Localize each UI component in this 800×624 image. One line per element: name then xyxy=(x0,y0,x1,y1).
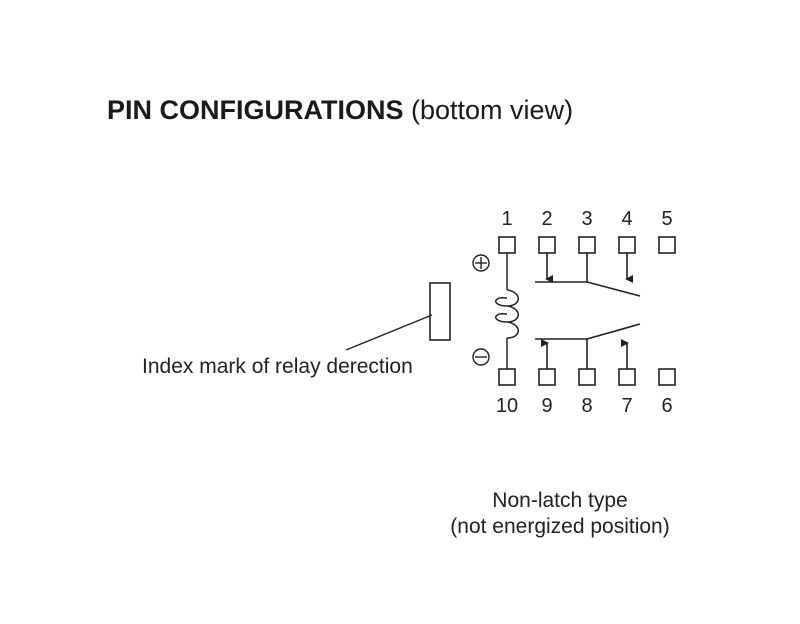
pin-number-8: 8 xyxy=(581,395,592,417)
pin-square-6 xyxy=(658,368,676,386)
pin-square-2 xyxy=(538,236,556,254)
page-title: PIN CONFIGURATIONS (bottom view) xyxy=(107,95,573,126)
bottom-pin-numbers: 10 9 8 7 6 xyxy=(496,395,673,417)
lower-contact-switch xyxy=(535,323,641,369)
pin-square-10 xyxy=(498,368,516,386)
pin-square-5 xyxy=(658,236,676,254)
index-mark-leader xyxy=(345,314,433,351)
pin-square-4 xyxy=(618,236,636,254)
relay-coil xyxy=(495,253,519,369)
pin-square-1 xyxy=(498,236,516,254)
diagram-note: Non-latch type (not energized position) xyxy=(420,488,700,540)
title-bold: PIN CONFIGURATIONS xyxy=(107,95,404,125)
pin-number-1: 1 xyxy=(501,208,512,230)
pin-square-3 xyxy=(578,236,596,254)
pin-number-5: 5 xyxy=(661,208,672,230)
pin-square-8 xyxy=(578,368,596,386)
pin-number-2: 2 xyxy=(541,208,552,230)
top-pin-numbers: 1 2 3 4 5 xyxy=(501,208,672,230)
plus-in-circle-icon xyxy=(472,254,490,272)
top-pins xyxy=(498,236,676,254)
pin-number-4: 4 xyxy=(621,208,632,230)
note-type: Non-latch type xyxy=(492,489,628,512)
pin-number-6: 6 xyxy=(661,395,672,417)
minus-in-circle-icon xyxy=(472,348,490,366)
note-position: (not energized position) xyxy=(450,515,670,538)
title-regular: (bottom view) xyxy=(411,95,574,125)
pin-number-10: 10 xyxy=(496,395,518,417)
index-mark-rect xyxy=(429,282,451,341)
pin-square-9 xyxy=(538,368,556,386)
index-mark-label: Index mark of relay derection xyxy=(142,355,413,378)
pin-number-9: 9 xyxy=(541,395,552,417)
pin-number-7: 7 xyxy=(621,395,632,417)
index-mark xyxy=(345,282,451,351)
bottom-pins xyxy=(498,368,676,386)
upper-contact-switch xyxy=(535,253,641,297)
pin-square-7 xyxy=(618,368,636,386)
pin-number-3: 3 xyxy=(581,208,592,230)
